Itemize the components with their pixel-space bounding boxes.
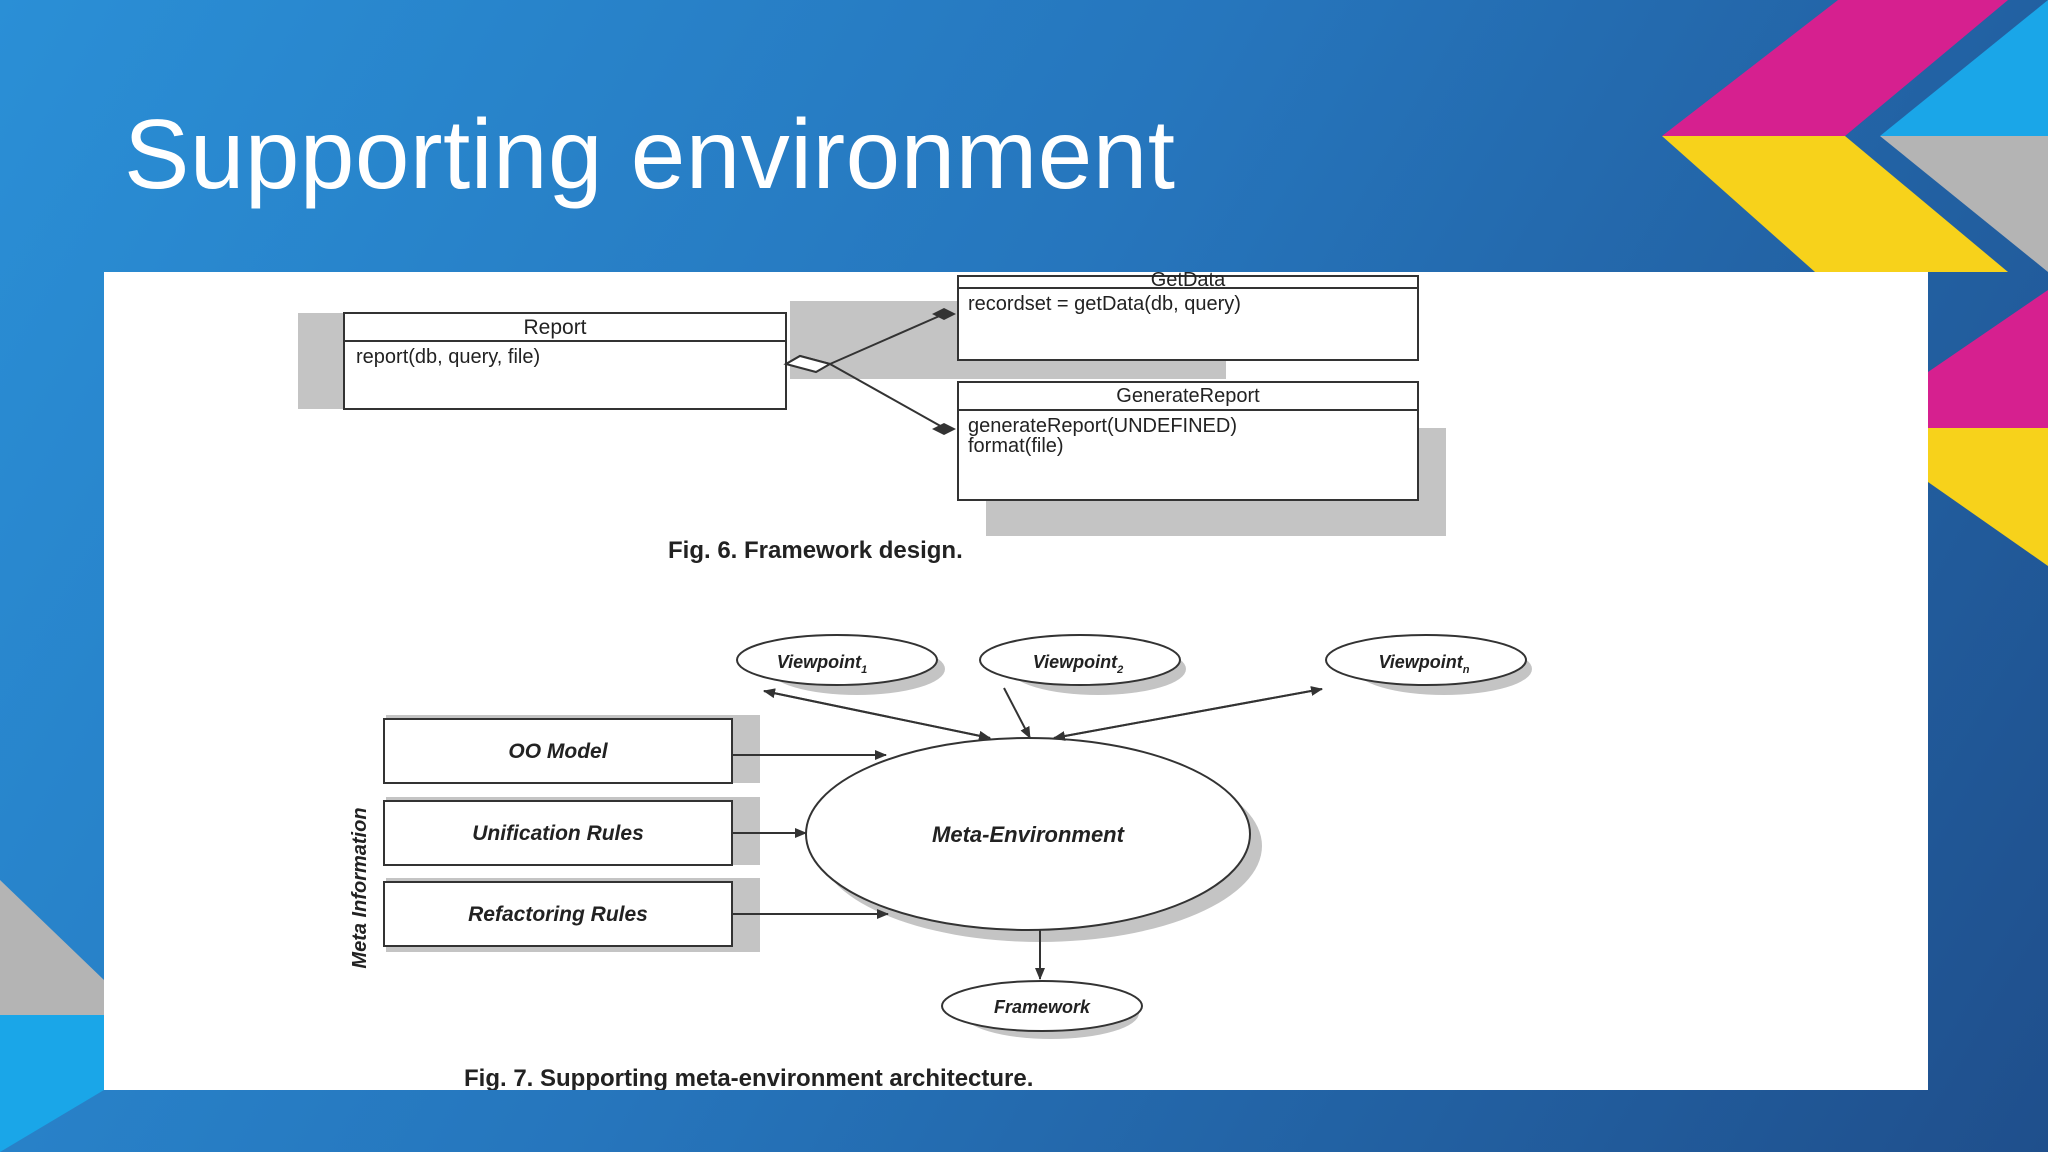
diamond-generatereport xyxy=(932,423,956,435)
fig6-framework-design: Report report(db, query, file) GetData r… xyxy=(298,272,1446,564)
viewpoint-n-subscript: n xyxy=(1463,664,1470,676)
viewpoint-2: Viewpoint2 xyxy=(979,634,1186,695)
fig7-caption: Fig. 7. Supporting meta-environment arch… xyxy=(464,1065,1033,1090)
viewpoint-1-label: Viewpoint xyxy=(777,652,862,672)
framework-label: Framework xyxy=(994,997,1091,1017)
input-oo-model-label: OO Model xyxy=(508,740,608,763)
deco-gray-top xyxy=(1880,136,2048,272)
meta-environment-node: Meta-Environment xyxy=(805,737,1262,942)
viewpoint-1-subscript: 1 xyxy=(861,664,867,676)
class-getdata-name: GetData xyxy=(1151,272,1226,291)
class-report-op: report(db, query, file) xyxy=(356,346,540,368)
deco-yellow-right xyxy=(1928,428,2048,566)
diamond-getdata xyxy=(932,308,956,320)
svg-text:Viewpoint2: Viewpoint2 xyxy=(1033,652,1123,676)
figure-panel: Report report(db, query, file) GetData r… xyxy=(104,272,1928,1090)
class-getdata: GetData recordset = getData(db, query) xyxy=(790,272,1419,379)
viewpoint-2-subscript: 2 xyxy=(1116,664,1123,676)
deco-cyan-top xyxy=(1880,0,2048,136)
class-generatereport-op-2: format(file) xyxy=(968,435,1064,457)
input-unification-rules: Unification Rules xyxy=(383,797,760,866)
class-generatereport: GenerateReport generateReport(UNDEFINED)… xyxy=(957,381,1446,536)
viewpoint-n: Viewpointn xyxy=(1325,634,1532,695)
svg-text:Viewpointn: Viewpointn xyxy=(1378,652,1469,676)
viewpoint-2-label: Viewpoint xyxy=(1033,652,1118,672)
fig7-meta-environment: Viewpoint1 Viewpoint2 Viewpointn Meta In… xyxy=(349,634,1532,1090)
class-report: Report report(db, query, file) xyxy=(298,312,787,410)
fig7-arrows xyxy=(732,686,1323,980)
framework-node: Framework xyxy=(941,980,1143,1039)
input-unification-rules-label: Unification Rules xyxy=(472,822,644,845)
viewpoint-n-label: Viewpoint xyxy=(1378,652,1463,672)
class-generatereport-op-1: generateReport(UNDEFINED) xyxy=(968,415,1237,437)
meta-information-label: Meta Information xyxy=(349,807,371,968)
composition-links xyxy=(783,308,956,435)
input-refactoring-rules: Refactoring Rules xyxy=(383,878,760,952)
deco-cyan-left xyxy=(0,1015,104,1152)
deco-magenta-top xyxy=(1662,0,2008,136)
viewpoint-1: Viewpoint1 xyxy=(736,634,945,695)
diamond-report xyxy=(783,354,833,374)
svg-text:Viewpoint1: Viewpoint1 xyxy=(777,652,867,676)
class-getdata-op: recordset = getData(db, query) xyxy=(968,293,1241,315)
class-generatereport-name: GenerateReport xyxy=(1116,385,1260,407)
framework-diagrams: Report report(db, query, file) GetData r… xyxy=(298,272,1532,1090)
deco-gray-left xyxy=(0,880,104,1015)
fig6-caption: Fig. 6. Framework design. xyxy=(668,537,963,564)
deco-magenta-right xyxy=(1928,290,2048,428)
input-oo-model: OO Model xyxy=(383,715,760,784)
deco-yellow-top xyxy=(1662,136,2008,272)
class-report-name: Report xyxy=(523,316,586,339)
slide-title: Supporting environment xyxy=(124,99,1176,209)
input-refactoring-rules-label: Refactoring Rules xyxy=(468,903,648,926)
meta-environment-label: Meta-Environment xyxy=(932,822,1126,847)
